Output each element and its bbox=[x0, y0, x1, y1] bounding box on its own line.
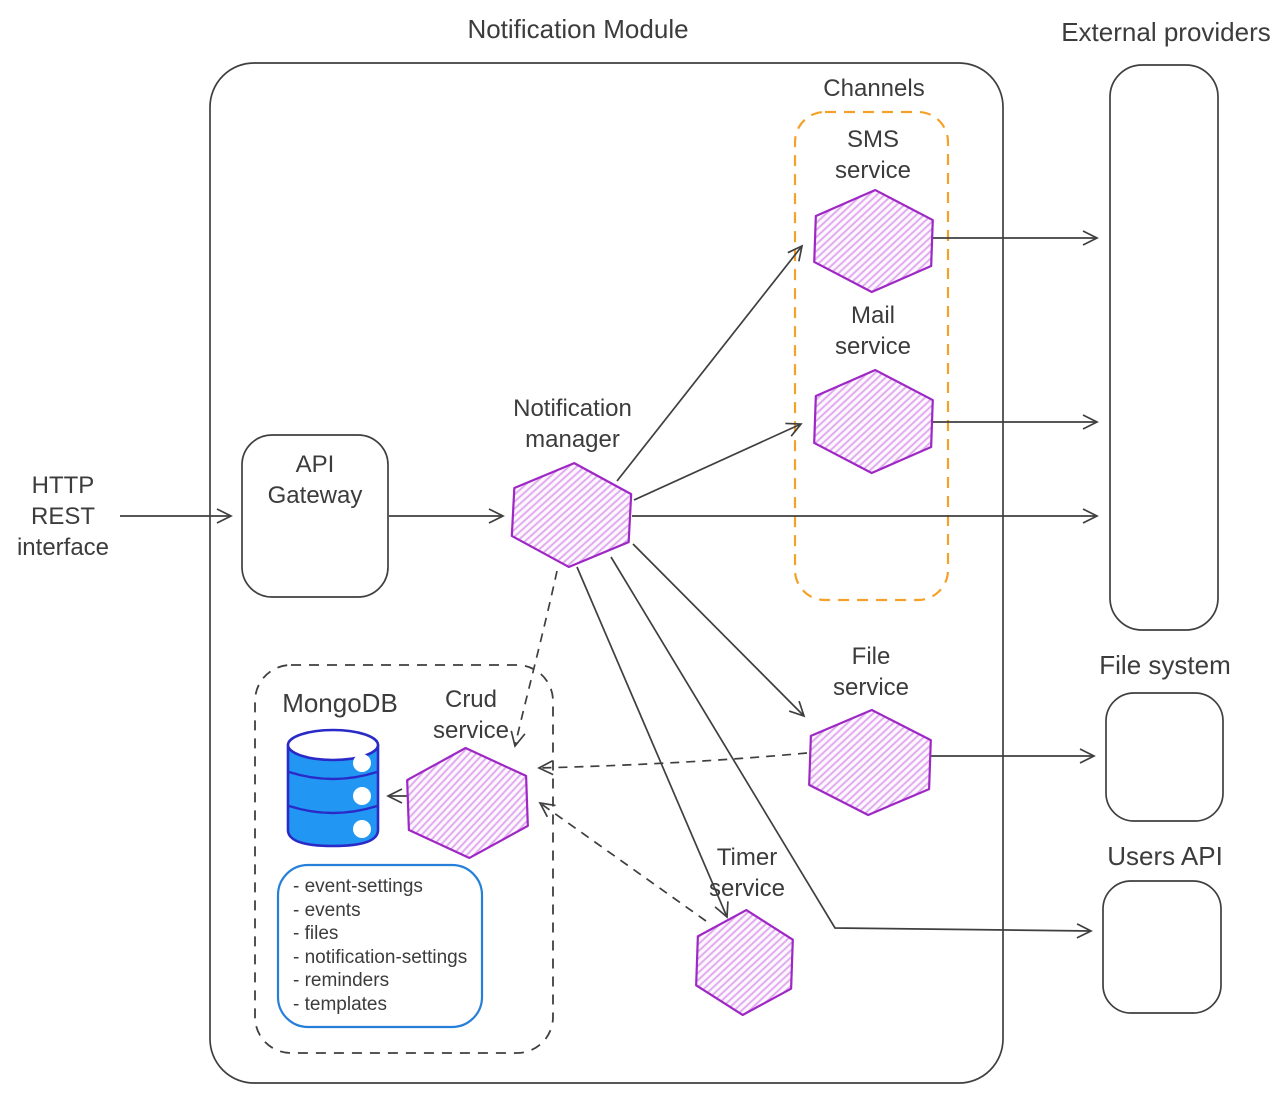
dashed-arrow-file-to-crud bbox=[537, 752, 808, 776]
mail-service-hexagon bbox=[813, 368, 934, 475]
crud-service-hexagon bbox=[406, 746, 529, 860]
notification-manager-label: Notification manager bbox=[513, 395, 632, 454]
collection-item: - reminders bbox=[293, 970, 390, 991]
mongodb-collections-list: - event-settings - events - files - noti… bbox=[293, 875, 478, 1016]
collection-item: - events bbox=[293, 899, 361, 921]
mongodb-database-icon bbox=[286, 728, 380, 848]
file-system-box bbox=[1105, 692, 1224, 822]
arrow-manager-to-file bbox=[632, 543, 806, 718]
sms-service-label: SMS service bbox=[834, 126, 912, 185]
arrow-manager-to-sms bbox=[616, 244, 804, 482]
diagram-title: Notification Module bbox=[467, 14, 689, 44]
file-service-label: File service bbox=[832, 643, 910, 702]
dashed-connectors bbox=[510, 570, 808, 922]
arrow-manager-to-timer bbox=[576, 566, 729, 919]
file-system-label: File system bbox=[1099, 650, 1231, 680]
collection-item: - event-settings bbox=[293, 876, 423, 897]
arrow-manager-to-mail bbox=[633, 422, 803, 501]
mongodb-label: MongoDB bbox=[282, 688, 398, 718]
channels-label: Channels bbox=[823, 75, 925, 102]
api-gateway-box bbox=[241, 434, 389, 598]
external-providers-box bbox=[1109, 64, 1219, 631]
collection-item: - notification-settings bbox=[293, 946, 468, 968]
users-api-box bbox=[1102, 880, 1222, 1014]
notification-manager-hexagon bbox=[510, 461, 633, 569]
mail-service-label: Mail service bbox=[834, 302, 912, 361]
timer-service-hexagon bbox=[695, 908, 794, 1017]
api-gateway-label: API Gateway bbox=[267, 451, 363, 510]
file-service-hexagon bbox=[808, 708, 932, 817]
solid-connectors bbox=[120, 230, 1099, 939]
collection-item: - files bbox=[293, 923, 339, 944]
http-rest-interface-label: HTTP REST interface bbox=[16, 472, 110, 562]
collection-item: - templates bbox=[293, 993, 387, 1015]
service-hexagons bbox=[406, 188, 934, 1017]
mongodb-group-box bbox=[254, 664, 554, 1054]
arrow-manager-to-usersapi bbox=[610, 556, 1093, 939]
timer-service-label: Timer service bbox=[708, 844, 786, 903]
collections-list-box bbox=[276, 863, 484, 1029]
dashed-arrow-manager-to-crud bbox=[510, 570, 558, 748]
notification-module-box bbox=[209, 62, 1004, 1084]
dashed-arrow-timer-to-crud bbox=[538, 801, 707, 922]
channels-group-box bbox=[793, 110, 950, 602]
external-providers-label: External providers bbox=[1061, 17, 1271, 47]
users-api-label: Users API bbox=[1107, 841, 1223, 871]
sms-service-hexagon bbox=[813, 188, 934, 294]
crud-service-label: Crud service bbox=[432, 686, 510, 745]
